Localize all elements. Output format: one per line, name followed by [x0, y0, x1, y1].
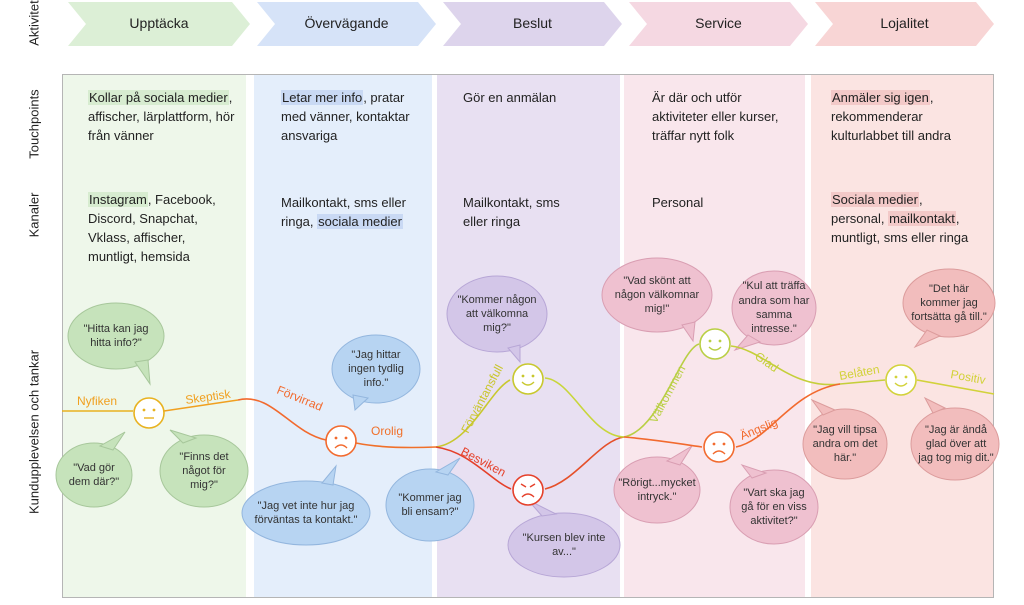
curve-label-belaten: Belåten [838, 362, 881, 383]
touchpoints-service: Är där och utför aktiviteter eller kurse… [652, 90, 779, 143]
curve-segment-rebound [544, 436, 625, 490]
channel-text: , personal, [831, 192, 923, 226]
touchpoint-text: , affischer, lärplattform, hör från vänn… [88, 90, 235, 143]
curve-label-besviken: Besviken [459, 444, 509, 479]
curve-label-positiv: Positiv [949, 367, 986, 387]
curve-segment-expectant [435, 379, 511, 448]
speech-bubble-text: "Hitta kan jag hitta info?" [83, 322, 149, 349]
curve-segment-skeptical [163, 399, 239, 412]
speech-bubble-text: "Jag är ändå glad över att jag tog mig d… [918, 423, 994, 465]
curve-segment-confused [237, 398, 327, 441]
stage-title-service: Service [695, 15, 742, 31]
curve-label-nyfiken: Nyfiken [77, 394, 118, 408]
channels-overvagande: Mailkontakt, sms eller ringa, sociala me… [281, 194, 421, 232]
speech-bubble [446, 275, 621, 578]
touchpoint-highlight: Anmäler sig igen [831, 90, 930, 105]
channel-text: , Facebook, Discord, Snapchat, Vklass, a… [88, 192, 216, 264]
speech-bubble [802, 268, 1000, 481]
touchpoints-beslut: Gör en anmälan [463, 90, 557, 105]
speech-bubble-text: "Vad skönt att någon välkomnar mig!" [614, 274, 700, 316]
touchpoints-overvagande: Letar mer info, pratar med vänner, konta… [281, 89, 421, 146]
channel-highlight: Instagram [88, 192, 148, 207]
sad-face-icon [703, 431, 735, 463]
curve-label-angslig: Ängslig [738, 415, 780, 443]
speech-bubble-text: "Kommer jag bli ensam?" [398, 491, 462, 518]
touchpoints-lojalitet: Anmäler sig igen, rekommenderar kulturla… [831, 89, 971, 146]
speech-bubble-text: "Jag vill tipsa andra om det här." [812, 423, 878, 465]
speech-bubble-text: "Kommer någon att välkomna mig?" [457, 293, 537, 335]
channel-text: Mailkontakt, sms eller ringa, [281, 195, 406, 229]
happy-face-icon [885, 364, 917, 396]
speech-bubble-text: "Finns det något för mig?" [179, 450, 229, 492]
stage-arrow-beslut [443, 2, 622, 46]
column-bg-lojalitet [811, 75, 993, 598]
speech-bubble-text: "Rörigt...mycket intryck." [618, 476, 696, 503]
curve-segment-calm [544, 377, 625, 438]
stage-title-upptacka: Upptäcka [129, 15, 189, 31]
stage-title-beslut: Beslut [513, 15, 552, 31]
channels-service: Personal [652, 195, 704, 210]
speech-bubble-text: "Kul att träffa andra som har samma intr… [738, 280, 810, 336]
sad-face-icon [325, 425, 357, 457]
curve-label-valkommen: Välkommen [646, 363, 688, 426]
speech-bubble-text: "Jag vet inte hur jag förväntas ta konta… [254, 499, 358, 526]
speech-bubble-text: "Jag hittar ingen tydlig info." [348, 348, 404, 390]
channels-lojalitet: Sociala medier, personal, mailkontakt, m… [831, 191, 971, 248]
speech-bubble-text: "Det här kommer jag fortsätta gå till." [911, 282, 987, 324]
channels-beslut: Mailkontakt, sms eller ringa [463, 195, 560, 229]
speech-bubble [241, 334, 475, 546]
curve-segment-anxious-up [735, 383, 841, 448]
stage-title-overvagande: Övervägande [304, 15, 389, 31]
curve-segment-worried [355, 442, 437, 449]
curve-segment-positive [916, 379, 995, 395]
stage-arrows [68, 2, 994, 46]
curve-label-skeptisk: Skeptisk [184, 387, 232, 407]
curve-label-forvirrad: Förvirrad [275, 383, 325, 414]
curve-label-forvantansfull: Förväntansfull [458, 362, 506, 435]
speech-bubble [55, 302, 249, 508]
curve-label-glad: Glad [752, 349, 781, 375]
content-frame [62, 74, 994, 598]
channel-highlight: mailkontakt [888, 210, 956, 226]
channel-highlight: sociala medier [317, 213, 403, 229]
speech-bubble [601, 257, 819, 545]
happy-face-icon [512, 363, 544, 395]
curve-segment-anxious [623, 436, 703, 448]
happy-face-icon [699, 328, 731, 360]
channel-text: , muntligt, sms eller ringa [831, 210, 969, 245]
stage-arrow-service [629, 2, 808, 46]
channels-upptacka: Instagram, Facebook, Discord, Snapchat, … [88, 191, 238, 266]
stage-arrow-upptacka [68, 2, 250, 46]
neutral-face-icon [133, 397, 165, 429]
curve-label-orolig: Orolig [371, 424, 404, 438]
touchpoint-highlight: Letar mer info [281, 90, 364, 105]
speech-bubble-text: "Vart ska jag gå för en viss aktivitet?" [741, 486, 807, 528]
channel-highlight: Sociala medier [831, 192, 919, 207]
angry-face-icon [512, 474, 544, 506]
touchpoint-text: , rekommenderar kulturlabbet till andra [831, 90, 951, 143]
curve-segment-welcome [623, 343, 700, 438]
curve-segment-happy [730, 345, 886, 386]
stage-title-lojalitet: Lojalitet [880, 15, 929, 31]
touchpoint-text: , pratar med vänner, kontaktar ansvariga [281, 90, 410, 143]
stage-arrow-lojalitet [815, 2, 994, 46]
touchpoints-upptacka: Kollar på sociala medier, affischer, lär… [88, 89, 238, 146]
curve-segment-disappointed [435, 446, 512, 490]
stage-arrow-overvagande [257, 2, 436, 46]
speech-bubble-text: "Vad gör dem där?" [68, 461, 120, 488]
touchpoint-highlight: Kollar på sociala medier [88, 90, 229, 105]
